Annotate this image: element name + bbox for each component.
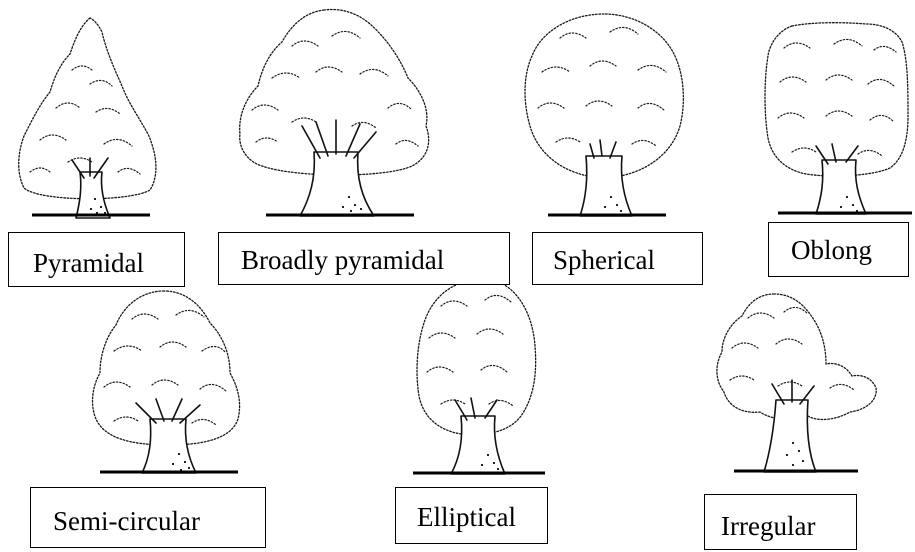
tree-spherical-illustration <box>520 8 690 223</box>
label-elliptical: Elliptical <box>395 487 548 544</box>
tree-broadly-pyramidal-illustration <box>236 2 436 222</box>
label-elliptical-text: Elliptical <box>417 504 516 531</box>
label-irregular: Irregular <box>704 494 857 550</box>
label-semi-circular: Semi-circular <box>30 487 266 548</box>
label-pyramidal-text: Pyramidal <box>33 250 144 277</box>
label-broadly-pyramidal: Broadly pyramidal <box>218 232 510 285</box>
label-spherical: Spherical <box>532 232 703 285</box>
tree-pyramidal-svg <box>10 12 170 222</box>
label-irregular-text: Irregular <box>721 513 815 540</box>
label-pyramidal: Pyramidal <box>8 232 185 287</box>
tree-oblong-illustration <box>762 20 912 220</box>
tree-irregular-illustration <box>712 282 882 482</box>
label-broadly-pyramidal-text: Broadly pyramidal <box>241 247 444 274</box>
tree-spherical-svg <box>520 8 690 223</box>
tree-pyramidal-illustration <box>10 12 170 222</box>
tree-broadly-pyramidal-svg <box>236 2 436 222</box>
tree-elliptical-svg <box>405 276 555 481</box>
label-semi-circular-text: Semi-circular <box>53 508 200 535</box>
tree-semi-circular-illustration <box>88 285 248 480</box>
label-spherical-text: Spherical <box>553 247 655 274</box>
tree-semi-circular-svg <box>88 285 248 480</box>
tree-irregular-svg <box>712 282 882 482</box>
label-oblong-text: Oblong <box>791 237 872 264</box>
tree-elliptical-illustration <box>405 276 555 481</box>
label-oblong: Oblong <box>768 222 909 277</box>
tree-oblong-svg <box>762 20 912 220</box>
